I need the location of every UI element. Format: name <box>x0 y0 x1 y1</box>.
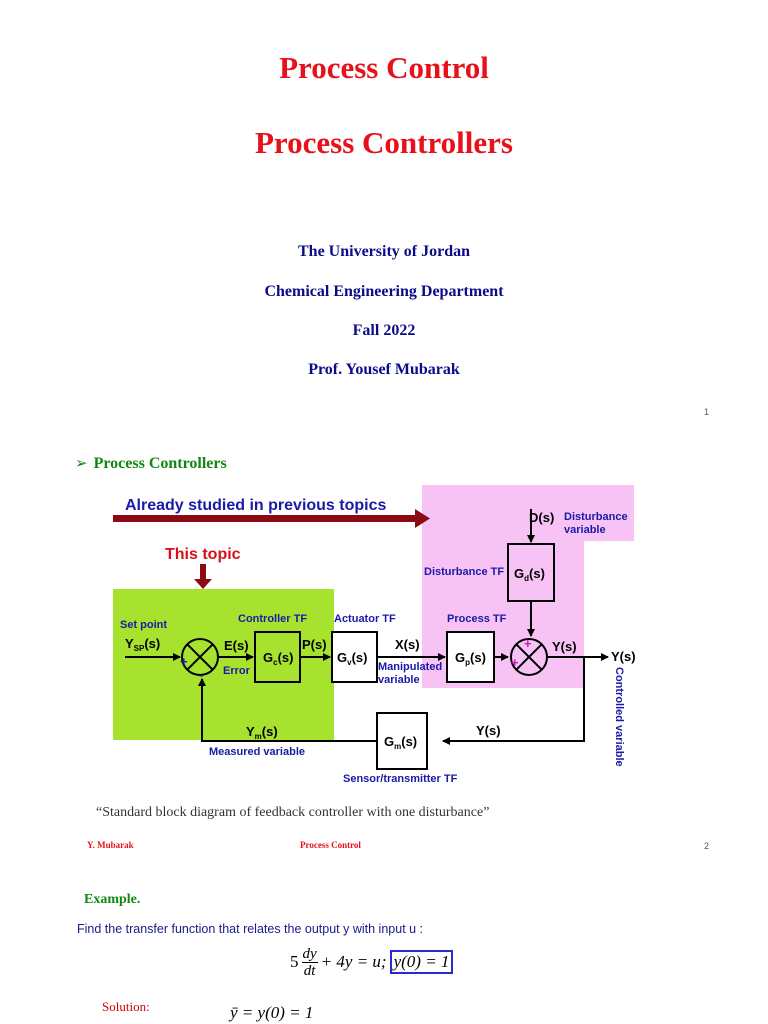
section-title: Process Controllers <box>93 455 227 472</box>
minus-sign: - <box>199 667 203 682</box>
disturbance-label-1: Disturbance <box>564 511 628 523</box>
solution-label: Solution: <box>102 999 150 1014</box>
differential-equation: 5 dy dt + 4y = u; y(0) = 1 <box>290 942 454 982</box>
initial-condition: y(0) = 1 <box>389 950 454 974</box>
y-signal: Y(s) <box>552 639 577 654</box>
example-question: Find the transfer function that relates … <box>77 922 424 936</box>
gp-text: Gp(s) <box>455 650 486 667</box>
gd-text: Gd(s) <box>514 566 545 583</box>
process-block <box>446 631 495 683</box>
solution-equation: ȳ = y(0) = 1 <box>230 1003 314 1022</box>
derivative-numerator: dy <box>301 945 318 963</box>
plus-sign-left: + <box>511 655 519 670</box>
process-tf-label: Process TF <box>447 613 507 625</box>
section-heading: ➢ Process Controllers <box>75 454 227 473</box>
banner-arrow-head <box>415 509 430 528</box>
this-topic-arrow-head <box>194 579 212 589</box>
d-signal: D(s) <box>529 510 554 525</box>
error-label: Error <box>223 665 251 677</box>
gm-text: Gm(s) <box>384 734 417 751</box>
diagram-caption: “Standard block diagram of feedback cont… <box>96 805 490 820</box>
term: Fall 2022 <box>352 322 416 339</box>
university-name: The University of Jordan <box>298 243 470 260</box>
department-name: Chemical Engineering Department <box>264 283 504 300</box>
sensor-block <box>376 712 428 770</box>
page-number-1: 1 <box>704 407 710 417</box>
ym-signal: Ym(s) <box>246 724 278 741</box>
page-number-2: 2 <box>704 841 710 851</box>
slide-subtitle: Process Controllers <box>255 125 513 160</box>
sensor-tf-label: Sensor/transmitter TF <box>343 773 458 785</box>
footer-author: Y. Mubarak <box>87 840 134 850</box>
feedback-block-diagram: Already studied in previous topics This … <box>113 485 636 785</box>
y-output: Y(s) <box>611 649 636 664</box>
gv-text: Gv(s) <box>337 650 367 667</box>
this-topic-label: This topic <box>165 546 241 563</box>
slide-title: Process Control <box>279 50 489 85</box>
pink-region-top <box>422 485 634 541</box>
this-topic-arrow-shaft <box>200 564 206 580</box>
ysp-signal: YSP(s) <box>125 636 160 653</box>
disturbance-label-2: variable <box>564 524 606 536</box>
p-signal: P(s) <box>302 637 327 652</box>
set-point-label: Set point <box>120 619 167 631</box>
disturbance-tf-label: Disturbance TF <box>424 566 504 578</box>
equation-rest: + 4y = u; <box>320 952 387 971</box>
banner-text: Already studied in previous topics <box>125 497 386 514</box>
disturbance-block <box>507 543 555 602</box>
gc-text: Gc(s) <box>263 650 293 667</box>
controller-tf-label: Controller TF <box>238 613 307 625</box>
x-signal: X(s) <box>395 637 420 652</box>
plus-sign: + <box>180 654 188 669</box>
derivative-denominator: dt <box>303 962 316 979</box>
controlled-variable-label: Controlled variable <box>613 667 625 767</box>
y-feedback-signal: Y(s) <box>476 723 501 738</box>
example-label: Example. <box>84 892 141 907</box>
manipulated-label-2: variable <box>378 674 420 686</box>
actuator-tf-label: Actuator TF <box>334 613 396 625</box>
plus-sign-top: + <box>524 636 532 651</box>
footer-course: Process Control <box>300 840 361 850</box>
derivative-fraction: dy dt <box>301 945 318 979</box>
equation-coefficient: 5 <box>290 952 299 971</box>
actuator-block <box>331 631 378 683</box>
measured-variable-label: Measured variable <box>209 746 305 758</box>
banner-arrow-shaft <box>113 515 417 522</box>
error-signal: E(s) <box>224 638 249 653</box>
bullet-arrow-icon: ➢ <box>75 454 88 472</box>
professor-name: Prof. Yousef Mubarak <box>308 361 460 378</box>
manipulated-label-1: Manipulated <box>378 661 442 673</box>
